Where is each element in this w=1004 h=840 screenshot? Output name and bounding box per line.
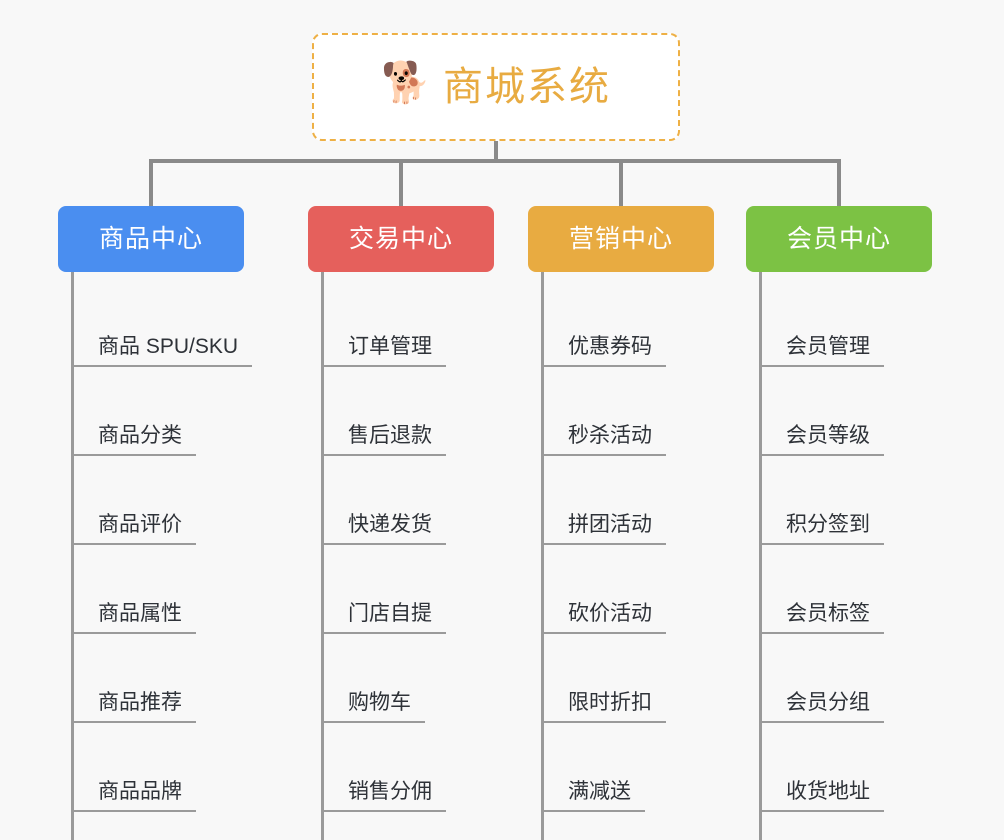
category-header-label: 交易中心 [348,224,453,253]
leaf-label: 商品品牌 [71,780,196,812]
category-header-label: 营销中心 [568,224,673,253]
root-title: 商城系统 [443,65,611,109]
leaf-label: 积分签到 [759,513,884,545]
list-item[interactable]: 购物车 [308,634,494,723]
leaf-label: 会员管理 [759,335,884,367]
list-item[interactable]: 积分签到 [746,456,932,545]
leaf-label: 限时折扣 [541,691,666,723]
list-item[interactable]: 优惠券码 [528,278,714,367]
category-header-label: 商品中心 [98,224,203,253]
leaf-label: 商品属性 [71,602,196,634]
category-header-member-center[interactable]: 会员中心 [746,206,932,272]
list-item[interactable]: 订单管理 [308,278,494,367]
leaf-label: 砍价活动 [541,602,666,634]
connector-drop-trade [399,159,403,207]
leaf-spine [71,272,74,840]
list-item[interactable]: 销售分佣 [308,723,494,812]
connector-drop-member [837,159,841,207]
leaf-label: 收货地址 [759,780,884,812]
leaf-label: 秒杀活动 [541,424,666,456]
list-item[interactable]: 商品分类 [58,367,244,456]
leaf-label: 优惠券码 [541,335,666,367]
list-item[interactable]: 限时折扣 [528,634,714,723]
list-item[interactable]: 商品评价 [58,456,244,545]
category-header-trade-center[interactable]: 交易中心 [308,206,494,272]
leaf-list-trade-center: 订单管理 售后退款 快递发货 门店自提 购物车 销售分佣 [308,272,494,840]
leaf-spine [321,272,324,840]
leaf-spine [541,272,544,840]
leaf-label: 门店自提 [321,602,446,634]
leaf-list-product-center: 商品 SPU/SKU 商品分类 商品评价 商品属性 商品推荐 商品品牌 [58,272,253,840]
connector-root-stem [494,141,498,163]
root-node-mall-system[interactable]: 🐕 商城系统 [312,33,680,141]
leaf-label: 会员分组 [759,691,884,723]
list-item[interactable]: 快递发货 [308,456,494,545]
category-column-trade-center: 交易中心 订单管理 售后退款 快递发货 门店自提 购物车 销售分佣 [308,206,494,840]
leaf-list-member-center: 会员管理 会员等级 积分签到 会员标签 会员分组 收货地址 [746,272,932,840]
category-header-marketing-center[interactable]: 营销中心 [528,206,714,272]
leaf-list-marketing-center: 优惠券码 秒杀活动 拼团活动 砍价活动 限时折扣 满减送 [528,272,714,840]
leaf-label: 商品推荐 [71,691,196,723]
list-item[interactable]: 会员等级 [746,367,932,456]
list-item[interactable]: 收货地址 [746,723,932,812]
leaf-label: 订单管理 [321,335,446,367]
category-column-marketing-center: 营销中心 优惠券码 秒杀活动 拼团活动 砍价活动 限时折扣 满减送 [528,206,714,840]
list-item[interactable]: 满减送 [528,723,714,812]
connector-drop-product [149,159,153,207]
leaf-label: 商品 SPU/SKU [71,335,253,367]
leaf-label: 商品评价 [71,513,196,545]
list-item[interactable]: 会员分组 [746,634,932,723]
leaf-label: 拼团活动 [541,513,666,545]
leaf-spine [759,272,762,840]
category-column-member-center: 会员中心 会员管理 会员等级 积分签到 会员标签 会员分组 收货地址 [746,206,932,840]
list-item[interactable]: 售后退款 [308,367,494,456]
list-item[interactable]: 砍价活动 [528,545,714,634]
list-item[interactable]: 商品推荐 [58,634,244,723]
list-item[interactable]: 商品品牌 [58,723,244,812]
shiba-dog-icon: 🐕 [381,61,431,105]
category-column-product-center: 商品中心 商品 SPU/SKU 商品分类 商品评价 商品属性 商品推荐 商品品牌 [58,206,253,840]
list-item[interactable]: 拼团活动 [528,456,714,545]
list-item[interactable]: 商品属性 [58,545,244,634]
list-item[interactable]: 商品 SPU/SKU [58,278,253,367]
leaf-label: 会员等级 [759,424,884,456]
connector-horizontal-bus [149,159,841,163]
leaf-label: 快递发货 [321,513,446,545]
leaf-label: 销售分佣 [321,780,446,812]
list-item[interactable]: 门店自提 [308,545,494,634]
leaf-label: 会员标签 [759,602,884,634]
category-header-product-center[interactable]: 商品中心 [58,206,244,272]
leaf-label: 商品分类 [71,424,196,456]
leaf-label: 售后退款 [321,424,446,456]
list-item[interactable]: 会员标签 [746,545,932,634]
leaf-label: 满减送 [541,780,645,812]
leaf-label: 购物车 [321,691,425,723]
category-header-label: 会员中心 [786,224,891,253]
list-item[interactable]: 会员管理 [746,278,932,367]
connector-drop-marketing [619,159,623,207]
list-item[interactable]: 秒杀活动 [528,367,714,456]
